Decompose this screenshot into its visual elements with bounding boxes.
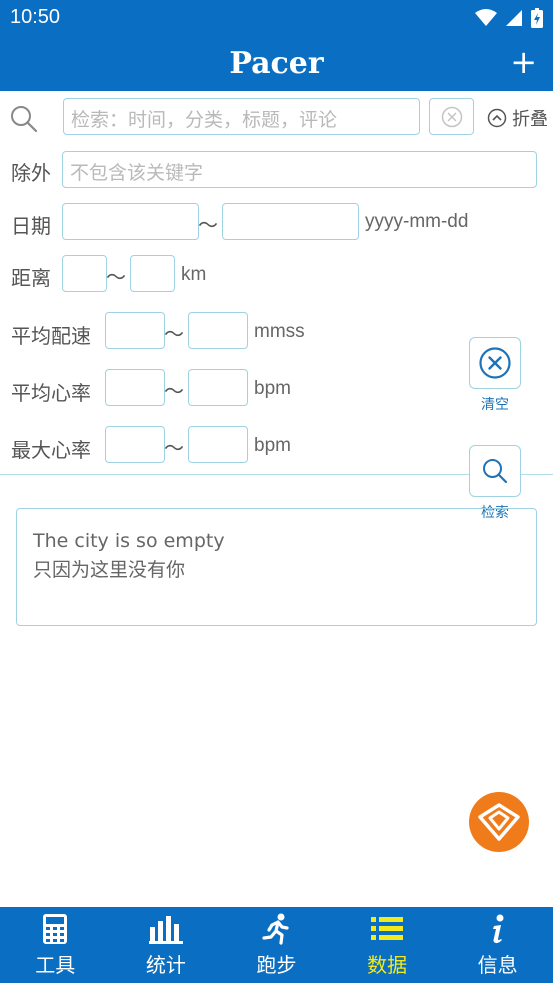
max-hr-range-separator: ～ bbox=[164, 436, 184, 460]
max-hr-label: 最大心率 bbox=[11, 438, 91, 462]
bottom-nav: 工具 统计 跑步 数据 bbox=[0, 907, 553, 983]
wifi-icon bbox=[475, 9, 497, 26]
search-icon bbox=[11, 106, 38, 133]
search-input[interactable]: 检索：时间，分类，标题，评论 bbox=[63, 98, 420, 135]
distance-label: 距离 bbox=[11, 266, 51, 290]
diamond-logo-icon bbox=[478, 803, 520, 841]
nav-item-info[interactable]: 信息 bbox=[442, 907, 553, 983]
max-hr-unit-label: bpm bbox=[254, 435, 291, 456]
collapse-label: 折叠 bbox=[512, 109, 548, 130]
date-range-separator: ～ bbox=[198, 213, 218, 237]
avg-pace-label: 平均配速 bbox=[11, 324, 91, 348]
avg-hr-range-separator: ～ bbox=[164, 379, 184, 403]
chevron-up-circle-icon bbox=[487, 108, 507, 128]
status-time: 10:50 bbox=[10, 6, 61, 28]
nav-item-stats[interactable]: 统计 bbox=[111, 907, 222, 983]
exclude-placeholder: 不包含该关键字 bbox=[70, 162, 204, 184]
avg-hr-label: 平均心率 bbox=[11, 381, 91, 405]
info-icon bbox=[492, 914, 504, 944]
max-hr-from-input[interactable] bbox=[105, 426, 165, 463]
search-placeholder: 检索：时间，分类，标题，评论 bbox=[71, 109, 338, 131]
nav-label-data: 数据 bbox=[367, 953, 408, 977]
date-from-input[interactable] bbox=[62, 203, 199, 240]
avg-hr-from-input[interactable] bbox=[105, 369, 165, 406]
date-label: 日期 bbox=[11, 214, 51, 238]
app-title: Pacer bbox=[229, 46, 324, 81]
date-to-input[interactable] bbox=[222, 203, 359, 240]
distance-to-input[interactable] bbox=[130, 255, 175, 292]
runner-icon bbox=[262, 913, 290, 945]
signal-icon bbox=[506, 10, 522, 26]
distance-from-input[interactable] bbox=[62, 255, 107, 292]
max-hr-to-input[interactable] bbox=[188, 426, 248, 463]
avg-pace-from-input[interactable] bbox=[105, 312, 165, 349]
collapse-button[interactable]: 折叠 bbox=[487, 105, 548, 131]
search-caption: 检索 bbox=[481, 505, 509, 521]
list-icon bbox=[371, 917, 404, 940]
clear-caption: 清空 bbox=[481, 397, 509, 413]
battery-icon bbox=[531, 8, 543, 28]
nav-label-tools: 工具 bbox=[35, 953, 76, 977]
search-icon bbox=[483, 459, 508, 484]
nav-label-stats: 统计 bbox=[145, 953, 186, 977]
exclude-label: 除外 bbox=[11, 161, 51, 185]
nav-item-data[interactable]: 数据 bbox=[332, 907, 443, 983]
clear-button[interactable] bbox=[469, 337, 521, 389]
distance-range-separator: ～ bbox=[106, 265, 126, 289]
avg-pace-unit-label: mmss bbox=[254, 321, 305, 342]
status-icons bbox=[475, 8, 543, 28]
status-bar: 10:50 bbox=[0, 0, 553, 38]
close-circle-icon bbox=[479, 347, 511, 379]
distance-unit-label: km bbox=[181, 264, 207, 285]
note-text-area[interactable]: The city is so empty 只因为这里没有你 bbox=[16, 508, 537, 626]
avg-hr-unit-label: bpm bbox=[254, 378, 291, 399]
clear-search-button[interactable] bbox=[429, 98, 474, 135]
floating-action-button[interactable] bbox=[469, 792, 529, 852]
search-button[interactable] bbox=[469, 445, 521, 497]
nav-item-tools[interactable]: 工具 bbox=[0, 907, 111, 983]
nav-label-info: 信息 bbox=[477, 953, 518, 977]
section-divider bbox=[0, 474, 553, 475]
note-line-1: The city is so empty bbox=[33, 530, 225, 552]
date-format-label: yyyy-mm-dd bbox=[365, 211, 469, 232]
nav-label-run: 跑步 bbox=[256, 953, 297, 977]
calculator-icon bbox=[43, 914, 68, 944]
nav-item-run[interactable]: 跑步 bbox=[221, 907, 332, 983]
note-line-2: 只因为这里没有你 bbox=[33, 559, 186, 581]
avg-hr-to-input[interactable] bbox=[188, 369, 248, 406]
avg-pace-range-separator: ～ bbox=[164, 322, 184, 346]
bar-chart-icon bbox=[148, 916, 183, 944]
app-bar: Pacer + bbox=[0, 38, 553, 91]
clear-circle-icon bbox=[441, 106, 463, 128]
avg-pace-to-input[interactable] bbox=[188, 312, 248, 349]
exclude-input[interactable]: 不包含该关键字 bbox=[62, 151, 537, 188]
add-button[interactable]: + bbox=[510, 43, 537, 81]
